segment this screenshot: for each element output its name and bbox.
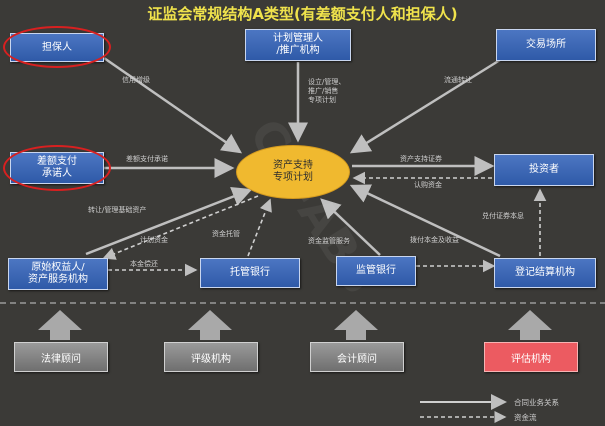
legend-fund-label: 资金流 [514, 413, 537, 422]
highlight-ring-guarantor [3, 26, 111, 68]
edge-label-credit: 信用增级 [122, 76, 150, 84]
arrow-supervisor-core [320, 198, 381, 256]
page-title: 证监会常规结构A类型(有差额支付人和担保人) [147, 5, 458, 23]
edge-label-shortfall-commit: 差额支付承诺 [126, 155, 168, 163]
node-appraisal-agency: 评估机构 [484, 342, 578, 372]
node-appraisal-label: 评估机构 [511, 353, 551, 365]
node-exchange: 交易场所 [496, 29, 596, 61]
up-arrow-legal [38, 310, 82, 340]
node-legal-label: 法律顾问 [41, 353, 81, 365]
up-arrow-accounting [334, 310, 378, 340]
node-legal-advisor: 法律顾问 [14, 342, 108, 372]
legend-contract-label: 合同业务关系 [514, 398, 559, 407]
node-custodian-bank: 托管银行 [200, 258, 300, 288]
node-plan-manager-line2: /推广机构 [276, 45, 320, 56]
node-accounting-label: 会计顾问 [337, 353, 377, 365]
node-supervising-bank: 监管银行 [336, 256, 416, 286]
node-custodian-label: 托管银行 [230, 267, 270, 278]
edge-label-fund-custody: 资金托管 [212, 230, 240, 238]
arrow-exchange-core [349, 58, 501, 154]
node-registrar-label: 登记结算机构 [515, 267, 575, 278]
edge-label-plan-funds: 计划资金 [140, 236, 168, 244]
node-exchange-label: 交易场所 [526, 39, 566, 50]
node-special-plan: 资产支持 专项计划 [236, 145, 350, 199]
node-plan-manager-line1: 计划管理人 [273, 33, 323, 44]
up-arrow-appraisal [508, 310, 552, 340]
arrow-originator-core [85, 187, 253, 256]
node-core-line1: 资产支持 [273, 160, 313, 171]
node-originator: 原始权益人/ 资产服务机构 [8, 258, 108, 290]
node-accounting-advisor: 会计顾问 [310, 342, 404, 372]
edge-label-pay-principal: 兑付证券本息 [482, 212, 524, 220]
arrow-guarantor-core [103, 56, 243, 154]
node-rating-label: 评级机构 [191, 353, 231, 365]
node-investor-label: 投资者 [529, 164, 559, 175]
edge-label-manage-3: 专项计划 [308, 96, 336, 104]
highlight-ring-shortfall [3, 145, 111, 191]
node-plan-manager: 计划管理人 /推广机构 [245, 29, 351, 61]
edge-label-manage-1: 设立/管理、 [308, 78, 346, 86]
edge-label-pay-proceeds: 拨付本金及收益 [410, 236, 459, 244]
node-originator-line1: 原始权益人/ [31, 262, 85, 273]
node-supervisor-label: 监管银行 [356, 265, 396, 276]
edge-label-circulation: 流通转让 [444, 76, 472, 84]
edge-label-transfer-assets: 转让/管理基础资产 [88, 206, 147, 214]
node-core-line2: 专项计划 [273, 172, 313, 183]
edge-label-principal-return: 本金偿还 [130, 260, 158, 268]
flow-custodian-core [247, 198, 272, 257]
node-originator-line2: 资产服务机构 [28, 274, 88, 285]
edge-label-subscribe: 认购资金 [414, 181, 442, 189]
edge-label-fund-supervision: 资金监管服务 [308, 237, 350, 245]
node-rating-agency: 评级机构 [164, 342, 258, 372]
node-investor: 投资者 [494, 154, 594, 186]
edge-label-asset-sec: 资产支持证券 [400, 155, 442, 163]
edge-label-manage-2: 推广/销售 [308, 87, 339, 95]
up-arrow-rating [188, 310, 232, 340]
arrow-registrar-core [349, 184, 501, 258]
node-registrar: 登记结算机构 [494, 258, 596, 288]
